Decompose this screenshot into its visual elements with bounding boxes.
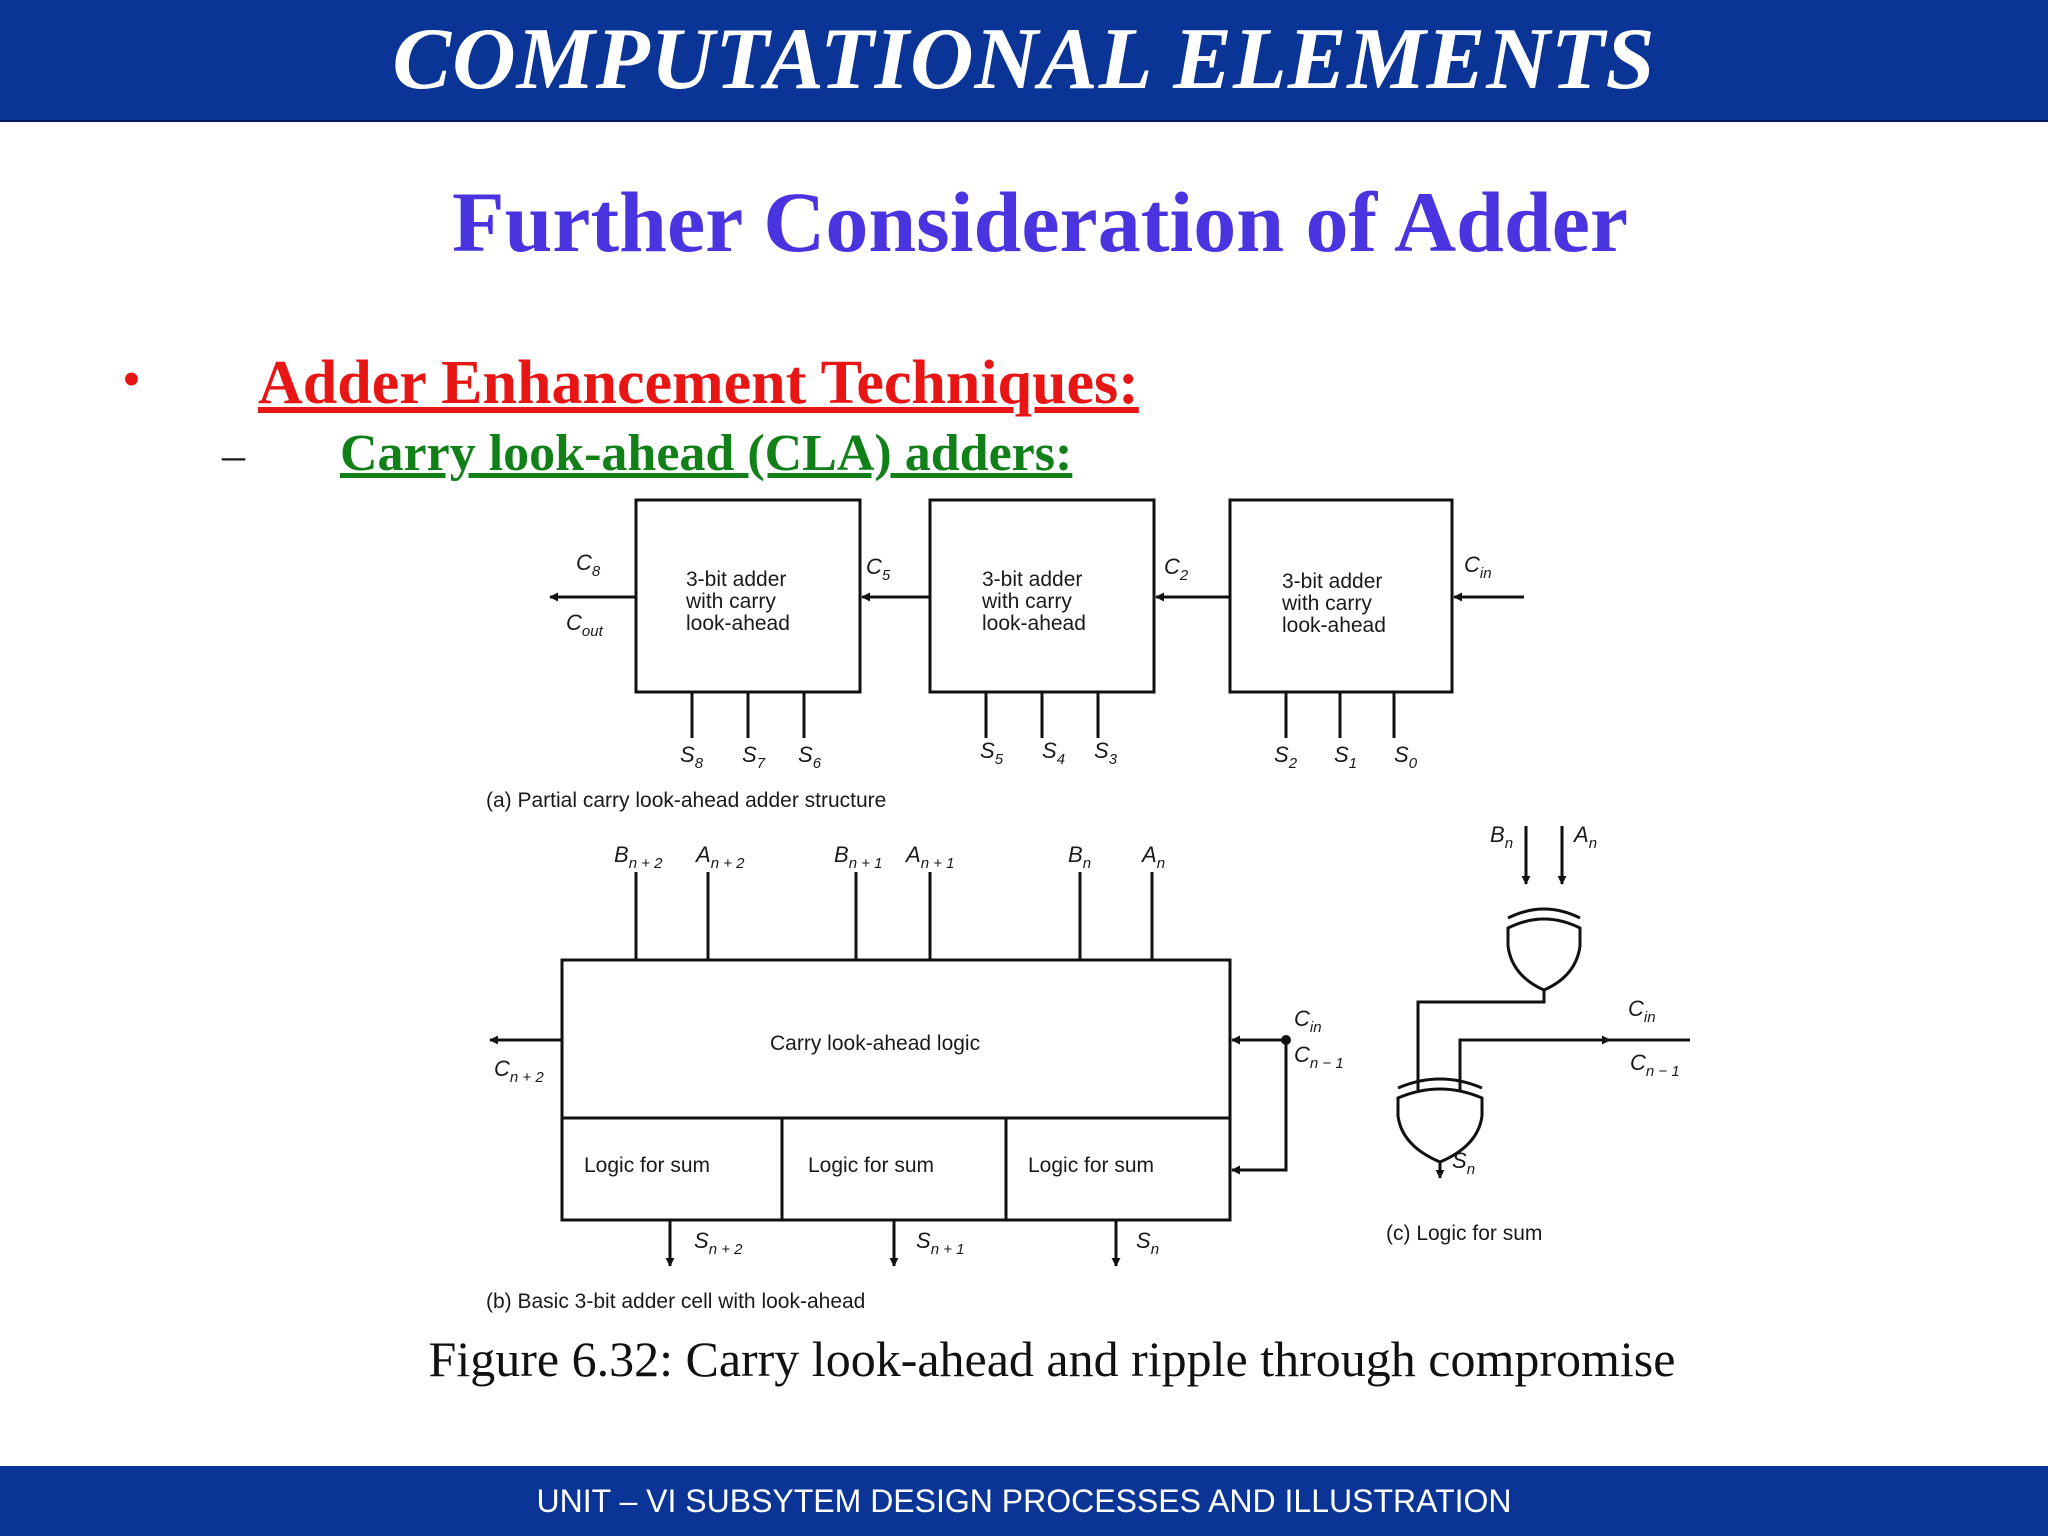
- logic-sum-2: Logic for sum: [808, 1154, 934, 1177]
- label-s3: S3: [1094, 738, 1118, 768]
- bl1-l3: look-ahead: [686, 612, 790, 635]
- bl1-l2: with carry: [685, 590, 776, 613]
- xor-gate-2: [1396, 1087, 1484, 1164]
- label-s7: S7: [742, 742, 766, 772]
- label-s8: S8: [680, 742, 704, 772]
- label-bn1: Bn + 1: [834, 842, 882, 872]
- label-sn: Sn: [1136, 1228, 1159, 1258]
- bl3-l3: look-ahead: [1282, 614, 1386, 637]
- bl2-l3: look-ahead: [982, 612, 1086, 635]
- label-an2: An + 2: [694, 842, 745, 872]
- label-bn2: Bn + 2: [614, 842, 663, 872]
- figure-caption: Figure 6.32: Carry look-ahead and ripple…: [428, 1331, 1676, 1387]
- slide-subtitle: Further Consideration of Adder: [451, 174, 1629, 270]
- label-c-cn1: Cn − 1: [1630, 1050, 1680, 1080]
- caption-b: (b) Basic 3-bit adder cell with look-ahe…: [486, 1290, 865, 1313]
- footer-bar: UNIT – VI SUBSYTEM DESIGN PROCESSES AND …: [0, 1466, 2048, 1536]
- header-bar: COMPUTATIONAL ELEMENTS: [0, 0, 2048, 122]
- bullet-heading: Adder Enhancement Techniques:: [258, 349, 1139, 417]
- bl3-l1: 3-bit adder: [1282, 570, 1382, 593]
- label-s6: S6: [798, 742, 822, 772]
- bl3-l2: with carry: [1281, 592, 1372, 615]
- header-title: COMPUTATIONAL ELEMENTS: [392, 11, 1656, 108]
- label-c8: C8: [576, 550, 601, 580]
- label-c-cin: Cin: [1628, 996, 1656, 1026]
- xor-gate-1: [1506, 917, 1582, 992]
- label-bn: Bn: [1068, 842, 1091, 872]
- label-s4: S4: [1042, 738, 1065, 768]
- label-c-an: An: [1572, 822, 1597, 852]
- label-an: An: [1140, 842, 1165, 872]
- caption-c: (c) Logic for sum: [1386, 1222, 1542, 1245]
- label-sn1: Sn + 1: [916, 1228, 964, 1258]
- label-an1: An + 1: [904, 842, 954, 872]
- label-s2: S2: [1274, 742, 1298, 772]
- caption-a: (a) Partial carry look-ahead adder struc…: [486, 789, 886, 812]
- label-c5: C5: [866, 554, 891, 584]
- label-s0: S0: [1394, 742, 1418, 772]
- label-c-sn: Sn: [1452, 1148, 1475, 1178]
- label-c-bn: Bn: [1490, 822, 1513, 852]
- label-b-cn1: Cn − 1: [1294, 1042, 1344, 1072]
- cla-logic-label: Carry look-ahead logic: [770, 1032, 980, 1055]
- bl1-l1: 3-bit adder: [686, 568, 786, 591]
- label-cn2: Cn + 2: [494, 1056, 544, 1086]
- label-sn2: Sn + 2: [694, 1228, 743, 1258]
- logic-sum-1: Logic for sum: [584, 1154, 710, 1177]
- label-cin: Cin: [1464, 552, 1492, 582]
- label-cout: Cout: [566, 610, 604, 640]
- sub-bullet-heading: Carry look-ahead (CLA) adders:: [340, 425, 1073, 482]
- logic-sum-3: Logic for sum: [1028, 1154, 1154, 1177]
- label-s1: S1: [1334, 742, 1357, 772]
- footer-text: UNIT – VI SUBSYTEM DESIGN PROCESSES AND …: [536, 1483, 1512, 1519]
- sub-bullet-marker: –: [222, 429, 245, 480]
- bl2-l2: with carry: [981, 590, 1072, 613]
- label-c2: C2: [1164, 554, 1189, 584]
- bl2-l1: 3-bit adder: [982, 568, 1082, 591]
- cla-logic-block: [560, 958, 1232, 1222]
- bullet-marker: •: [122, 349, 141, 409]
- label-s5: S5: [980, 738, 1004, 768]
- label-b-cin: Cin: [1294, 1006, 1322, 1036]
